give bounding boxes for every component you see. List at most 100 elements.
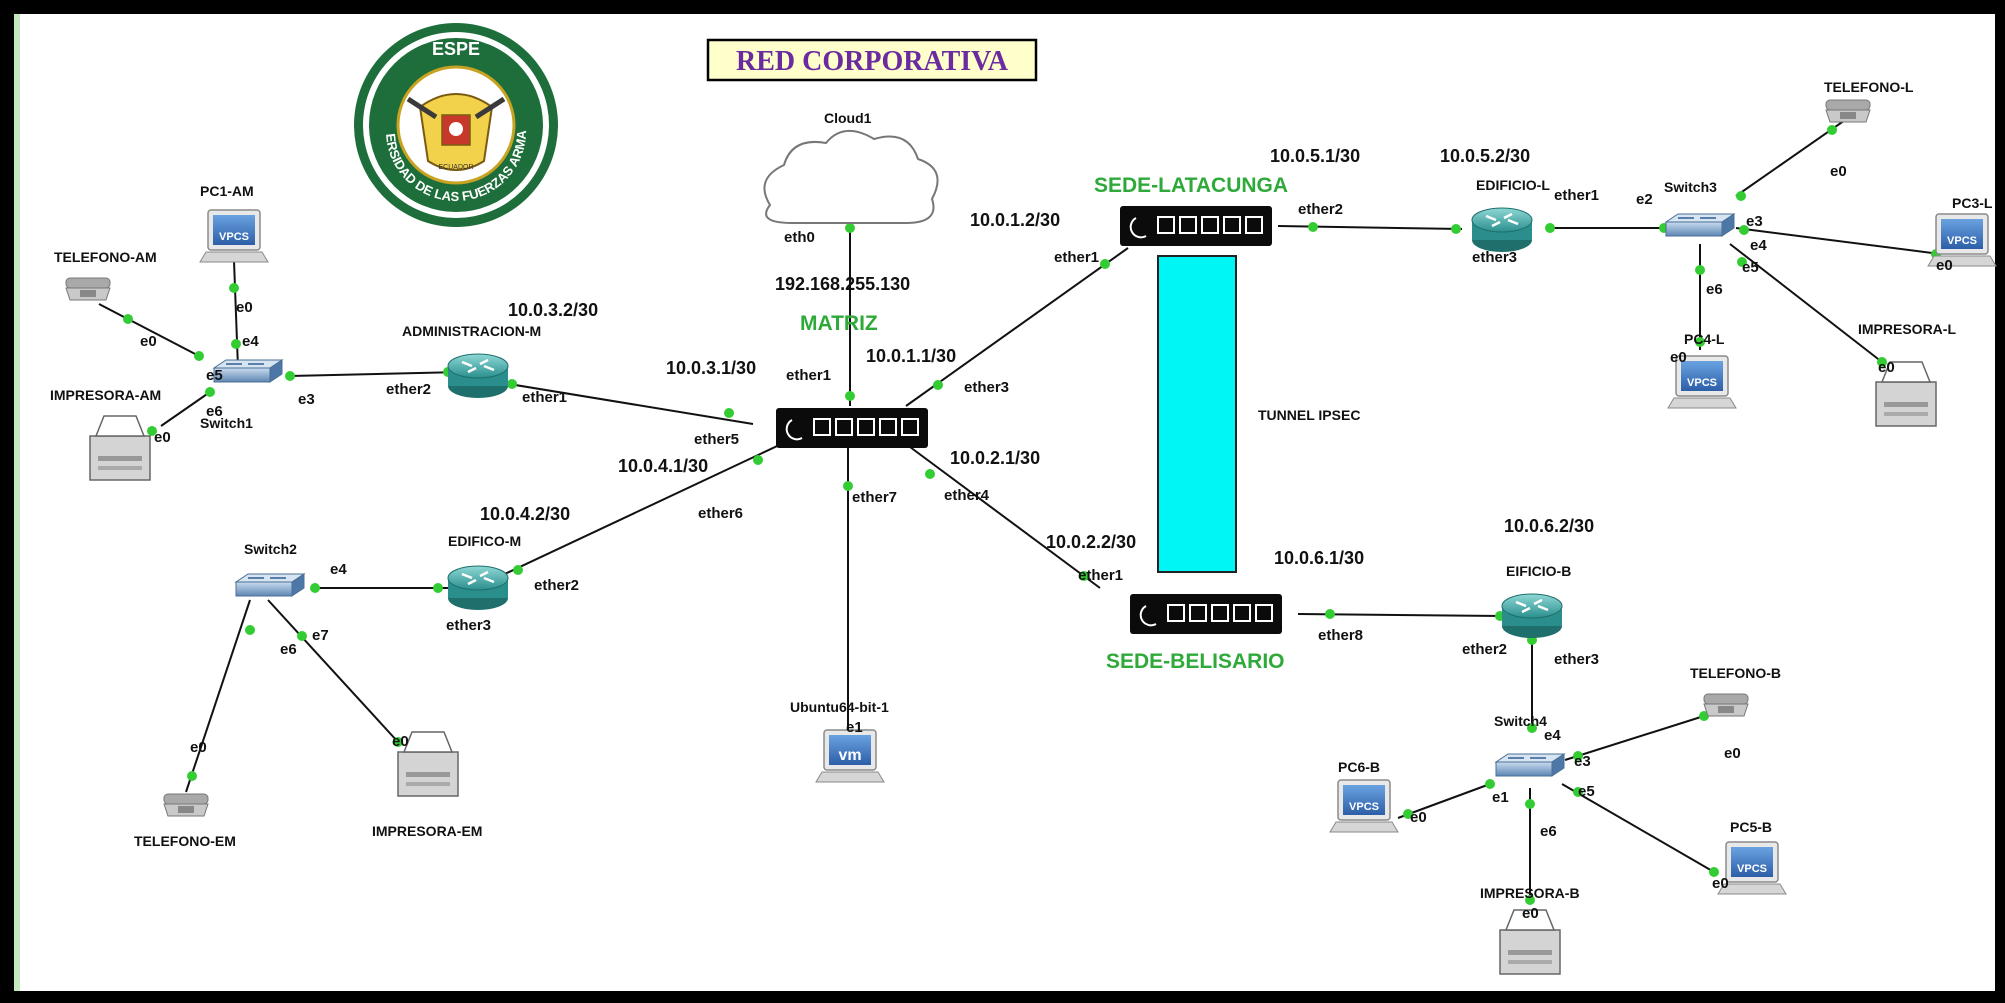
- svg-text:vm: vm: [838, 747, 861, 764]
- svg-text:ether3: ether3: [964, 379, 1009, 396]
- ipsec-tunnel: [1157, 255, 1237, 573]
- svg-text:e4: e4: [242, 333, 259, 350]
- label-pc4-l: PC4-L: [1684, 331, 1725, 347]
- diagram-title: RED CORPORATIVA: [706, 38, 1038, 82]
- router-edificio-b[interactable]: [1500, 592, 1564, 640]
- label-impresora-l: IMPRESORA-L: [1858, 321, 1956, 337]
- svg-text:e6: e6: [280, 641, 297, 658]
- link-sw3-imp-l: [1729, 243, 1883, 363]
- svg-text:ECUADOR: ECUADOR: [438, 164, 473, 171]
- label-switch1: Switch1: [200, 415, 253, 431]
- svg-text:e5: e5: [1742, 259, 1759, 276]
- cloud-node[interactable]: [763, 130, 939, 224]
- telefono-b[interactable]: [1703, 693, 1749, 717]
- telefono-l[interactable]: [1825, 99, 1871, 123]
- router-edificio-m[interactable]: [446, 564, 510, 612]
- svg-text:e6: e6: [1706, 281, 1723, 298]
- title-text: RED CORPORATIVA: [736, 46, 1009, 77]
- port-labels: e0 e0 e4 e5 e6 e0 e3 ether2 ether1 ether…: [140, 163, 1953, 922]
- label-pc3-l: PC3-L: [1952, 195, 1993, 211]
- svg-text:VPCS: VPCS: [219, 231, 249, 243]
- label-edificio-m: EDIFICO-M: [448, 533, 521, 549]
- label-pc5-b: PC5-B: [1730, 819, 1772, 835]
- svg-text:e0: e0: [1670, 349, 1687, 366]
- link-edificio-m-matriz: [491, 439, 791, 581]
- svg-text:e5: e5: [206, 367, 223, 384]
- router-edificio-l[interactable]: [1470, 206, 1534, 254]
- svg-text:ether6: ether6: [698, 505, 743, 522]
- svg-text:ether1: ether1: [786, 367, 831, 384]
- label-telefono-b: TELEFONO-B: [1690, 665, 1781, 681]
- link-sw4-tel-b: [1564, 715, 1705, 761]
- telefono-am[interactable]: [65, 277, 111, 301]
- link-sw2-tel-em: [185, 599, 251, 793]
- svg-text:ether2: ether2: [1462, 641, 1507, 658]
- label-telefono-l: TELEFONO-L: [1824, 79, 1914, 95]
- router-administracion-m[interactable]: [446, 352, 510, 400]
- svg-text:e3: e3: [298, 391, 315, 408]
- cloud-ip: 192.168.255.130: [775, 274, 910, 294]
- switch-4[interactable]: [1495, 753, 1565, 777]
- link-sw3-pc3-l: [1735, 227, 1941, 255]
- svg-text:e0: e0: [1712, 875, 1729, 892]
- site-label-latacunga: SEDE-LATACUNGA: [1094, 174, 1288, 197]
- switch-1[interactable]: [213, 359, 283, 383]
- link-endpoints: [123, 125, 1941, 905]
- cloud-port: eth0: [784, 229, 815, 246]
- svg-text:ether3: ether3: [1472, 249, 1517, 266]
- svg-text:e0: e0: [1936, 257, 1953, 274]
- svg-text:ether3: ether3: [446, 617, 491, 634]
- link-admin-matriz: [496, 381, 754, 425]
- label-switch3: Switch3: [1664, 179, 1717, 195]
- svg-text:e3: e3: [1574, 753, 1591, 770]
- label-switch2: Switch2: [244, 541, 297, 557]
- svg-text:ether7: ether7: [852, 489, 897, 506]
- svg-text:VPCS: VPCS: [1349, 801, 1379, 813]
- ip-latacunga-right: 10.0.5.1/30: [1270, 146, 1360, 166]
- switch-2[interactable]: [235, 573, 305, 597]
- telefono-em[interactable]: [163, 793, 209, 817]
- ip-matriz-edificio: 10.0.4.1/30: [618, 456, 708, 476]
- svg-text:VPCS: VPCS: [1947, 235, 1977, 247]
- svg-text:e4: e4: [1544, 727, 1561, 744]
- left-edge-strip: [14, 14, 20, 991]
- ip-latacunga-left: 10.0.1.2/30: [970, 210, 1060, 230]
- switch-3[interactable]: [1665, 213, 1735, 237]
- mikrotik-belisario[interactable]: [1129, 593, 1283, 635]
- svg-text:e5: e5: [1578, 783, 1595, 800]
- link-sw2-imp-em: [267, 599, 399, 743]
- impresora-am[interactable]: [89, 415, 151, 481]
- label-switch4: Switch4: [1494, 713, 1547, 729]
- link-matriz-belisario: [905, 443, 1101, 589]
- mikrotik-matriz[interactable]: [775, 407, 929, 449]
- svg-text:ether2: ether2: [1298, 201, 1343, 218]
- svg-text:VPCS: VPCS: [1687, 377, 1717, 389]
- label-ubuntu: Ubuntu64-bit-1: [790, 699, 889, 715]
- svg-text:ether8: ether8: [1318, 627, 1363, 644]
- label-edificio-b: EIFICIO-B: [1506, 563, 1571, 579]
- svg-text:e4: e4: [1750, 237, 1767, 254]
- svg-text:e0: e0: [1724, 745, 1741, 762]
- svg-text:e1: e1: [1492, 789, 1509, 806]
- mikrotik-latacunga[interactable]: [1119, 205, 1273, 247]
- label-pc1-am: PC1-AM: [200, 183, 254, 199]
- ip-matriz-latacunga: 10.0.1.1/30: [866, 346, 956, 366]
- site-label-matriz: MATRIZ: [800, 312, 878, 335]
- svg-text:e0: e0: [1522, 905, 1539, 922]
- link-imp-am: [160, 391, 211, 427]
- svg-text:ESPE: ESPE: [432, 39, 480, 59]
- ip-matriz-belisario: 10.0.2.1/30: [950, 448, 1040, 468]
- svg-text:ether1: ether1: [1078, 567, 1123, 584]
- site-label-belisario: SEDE-BELISARIO: [1106, 650, 1285, 673]
- svg-text:VPCS: VPCS: [1737, 863, 1767, 875]
- tunnel-label: TUNNEL IPSEC: [1258, 407, 1360, 423]
- svg-text:ether3: ether3: [1554, 651, 1599, 668]
- link-sw4-pc5-b: [1561, 783, 1715, 873]
- svg-text:e0: e0: [392, 733, 409, 750]
- label-impresora-b: IMPRESORA-B: [1480, 885, 1580, 901]
- espe-logo: UNIVERSIDAD DE LAS FUERZAS ARMADAS ESPE …: [354, 23, 558, 227]
- svg-text:e0: e0: [154, 429, 171, 446]
- svg-text:ether2: ether2: [386, 381, 431, 398]
